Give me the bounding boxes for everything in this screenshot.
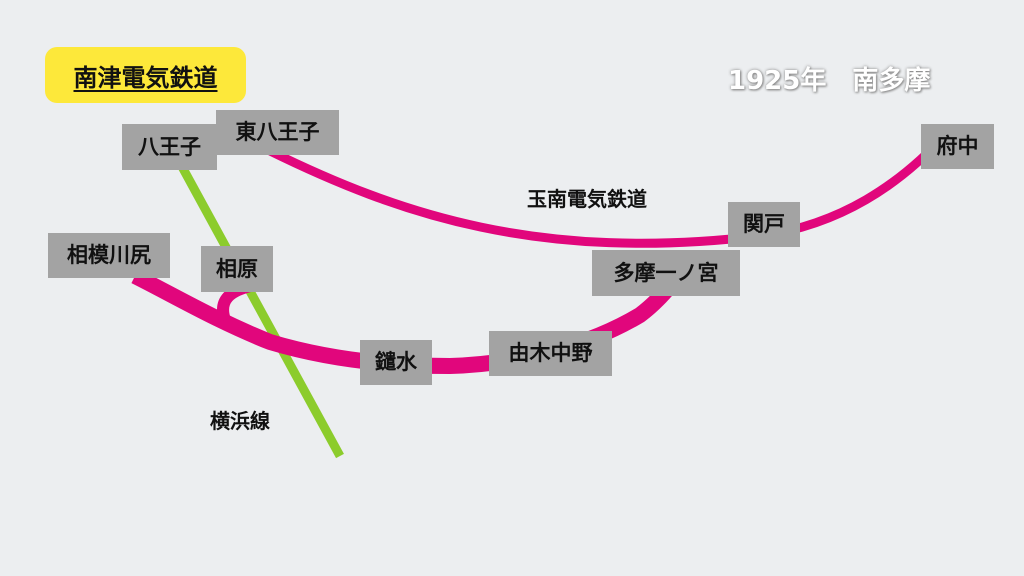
station-hachioji[interactable]: 八王子: [122, 124, 217, 170]
tamanan-line-label: 玉南電気鉄道: [527, 187, 647, 211]
station-yugi-nakano[interactable]: 由木中野: [489, 331, 612, 376]
year-area-title: 1925年 南多摩: [728, 66, 931, 96]
station-sagamihara-jiri[interactable]: 相模川尻: [48, 233, 170, 278]
station-yarimizu[interactable]: 鑓水: [360, 340, 432, 385]
yokohama-line: [176, 160, 344, 459]
station-higashi-hachioji[interactable]: 東八王子: [216, 110, 339, 155]
station-tama-ichinomiya[interactable]: 多摩一ノ宮: [592, 250, 740, 296]
station-aihara[interactable]: 相原: [201, 246, 273, 292]
station-sekido[interactable]: 関戸: [728, 202, 800, 247]
company-title: 南津電気鉄道: [73, 63, 218, 92]
yokohama-line-label: 横浜線: [210, 409, 270, 433]
tamanan-line: [263, 127, 953, 248]
station-fuchu[interactable]: 府中: [921, 124, 994, 169]
company-title-badge: 南津電気鉄道: [45, 47, 246, 103]
